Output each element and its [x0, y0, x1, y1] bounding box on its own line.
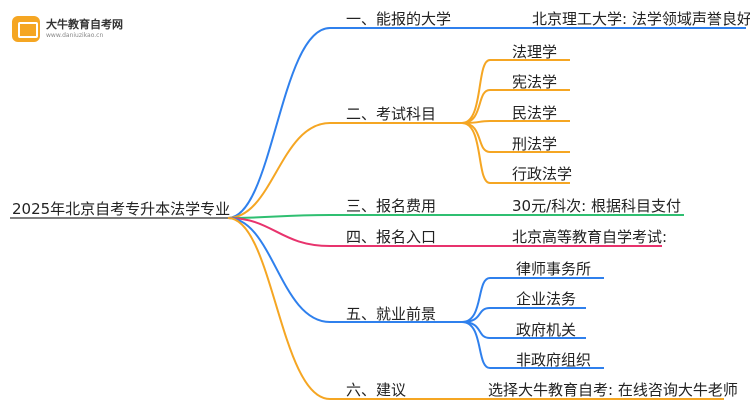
leaf-subject: 民法学: [512, 104, 558, 122]
branch-connector: [227, 217, 331, 400]
leaf-career: 企业法务: [516, 290, 577, 308]
branch-advice: 六、建议: [346, 381, 407, 399]
leaf-subject: 宪法学: [512, 73, 558, 91]
leaf-subject: 刑法学: [512, 135, 558, 153]
logo-url: www.daniuzikao.cn: [46, 32, 104, 39]
branch-connector: [227, 122, 331, 219]
branch-connector: [227, 214, 331, 219]
leaf-fee: 30元/科次: 根据科目支付: [512, 197, 681, 215]
root-topic: 2025年北京自考专升本法学专业: [12, 200, 231, 218]
leaf-career: 非政府组织: [516, 351, 592, 369]
book-icon: [12, 16, 40, 42]
leaf-university: 北京理工大学: 法学领域声誉良好: [532, 10, 750, 28]
branch-connector: [227, 27, 331, 219]
branch-exam-subjects: 二、考试科目: [346, 105, 437, 123]
logo-title: 大牛教育自考网: [46, 18, 123, 31]
leaf-connector: [461, 277, 491, 323]
branch-registration: 四、报名入口: [346, 228, 437, 246]
branch-connector: [227, 217, 331, 247]
leaf-connector: [461, 122, 491, 184]
leaf-career: 律师事务所: [516, 260, 592, 278]
branch-connector: [227, 217, 331, 323]
leaf-subject: 法理学: [512, 43, 558, 61]
leaf-career: 政府机关: [516, 321, 577, 339]
branch-career: 五、就业前景: [346, 305, 437, 323]
leaf-advice: 选择大牛教育自考: 在线咨询大牛老师: [488, 381, 738, 399]
leaf-connector: [461, 321, 491, 369]
branch-fees: 三、报名费用: [346, 197, 437, 215]
branch-universities: 一、能报的大学: [346, 10, 452, 28]
leaf-subject: 行政法学: [512, 165, 573, 183]
site-logo: 大牛教育自考网 www.daniuzikao.cn: [6, 14, 146, 44]
leaf-registration: 北京高等教育自学考试:: [512, 228, 668, 246]
